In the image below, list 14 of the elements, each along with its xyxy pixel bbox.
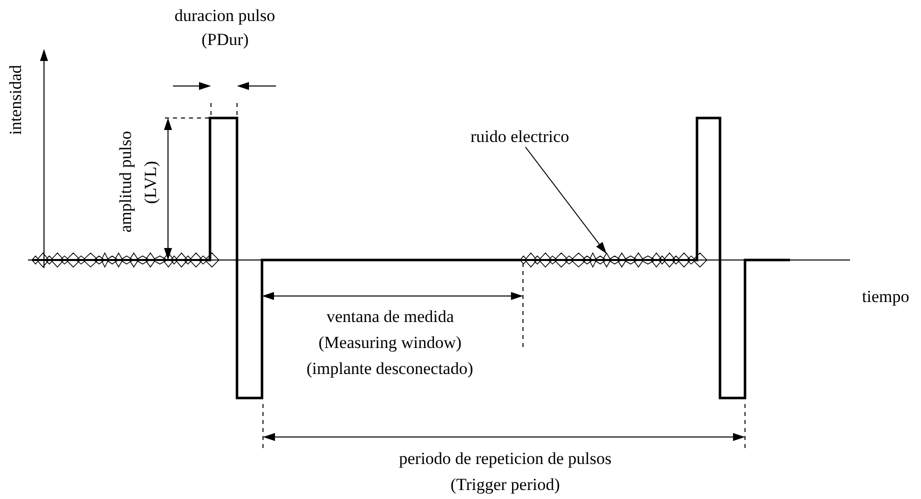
axis-label: tiempo bbox=[862, 287, 910, 307]
dimension-label: (Trigger period) bbox=[450, 475, 560, 495]
dimension-label: duracion pulso bbox=[174, 6, 276, 26]
axis-label: intensidad bbox=[6, 65, 26, 135]
dimension-label: (implante desconectado) bbox=[306, 359, 474, 379]
callout-label: ruido electrico bbox=[470, 127, 570, 147]
dimension-label: (LVL) bbox=[141, 160, 161, 204]
noise-drawing bbox=[519, 252, 708, 268]
dimension-label: (PDur) bbox=[202, 30, 249, 50]
leader-line bbox=[524, 146, 607, 254]
dimension-label: amplitud pulso bbox=[116, 131, 136, 233]
dimension-label: ventana de medida bbox=[326, 307, 454, 327]
dimension-label: (Measuring window) bbox=[318, 333, 462, 353]
dimension-label: periodo de repeticion de pulsos bbox=[399, 449, 612, 469]
